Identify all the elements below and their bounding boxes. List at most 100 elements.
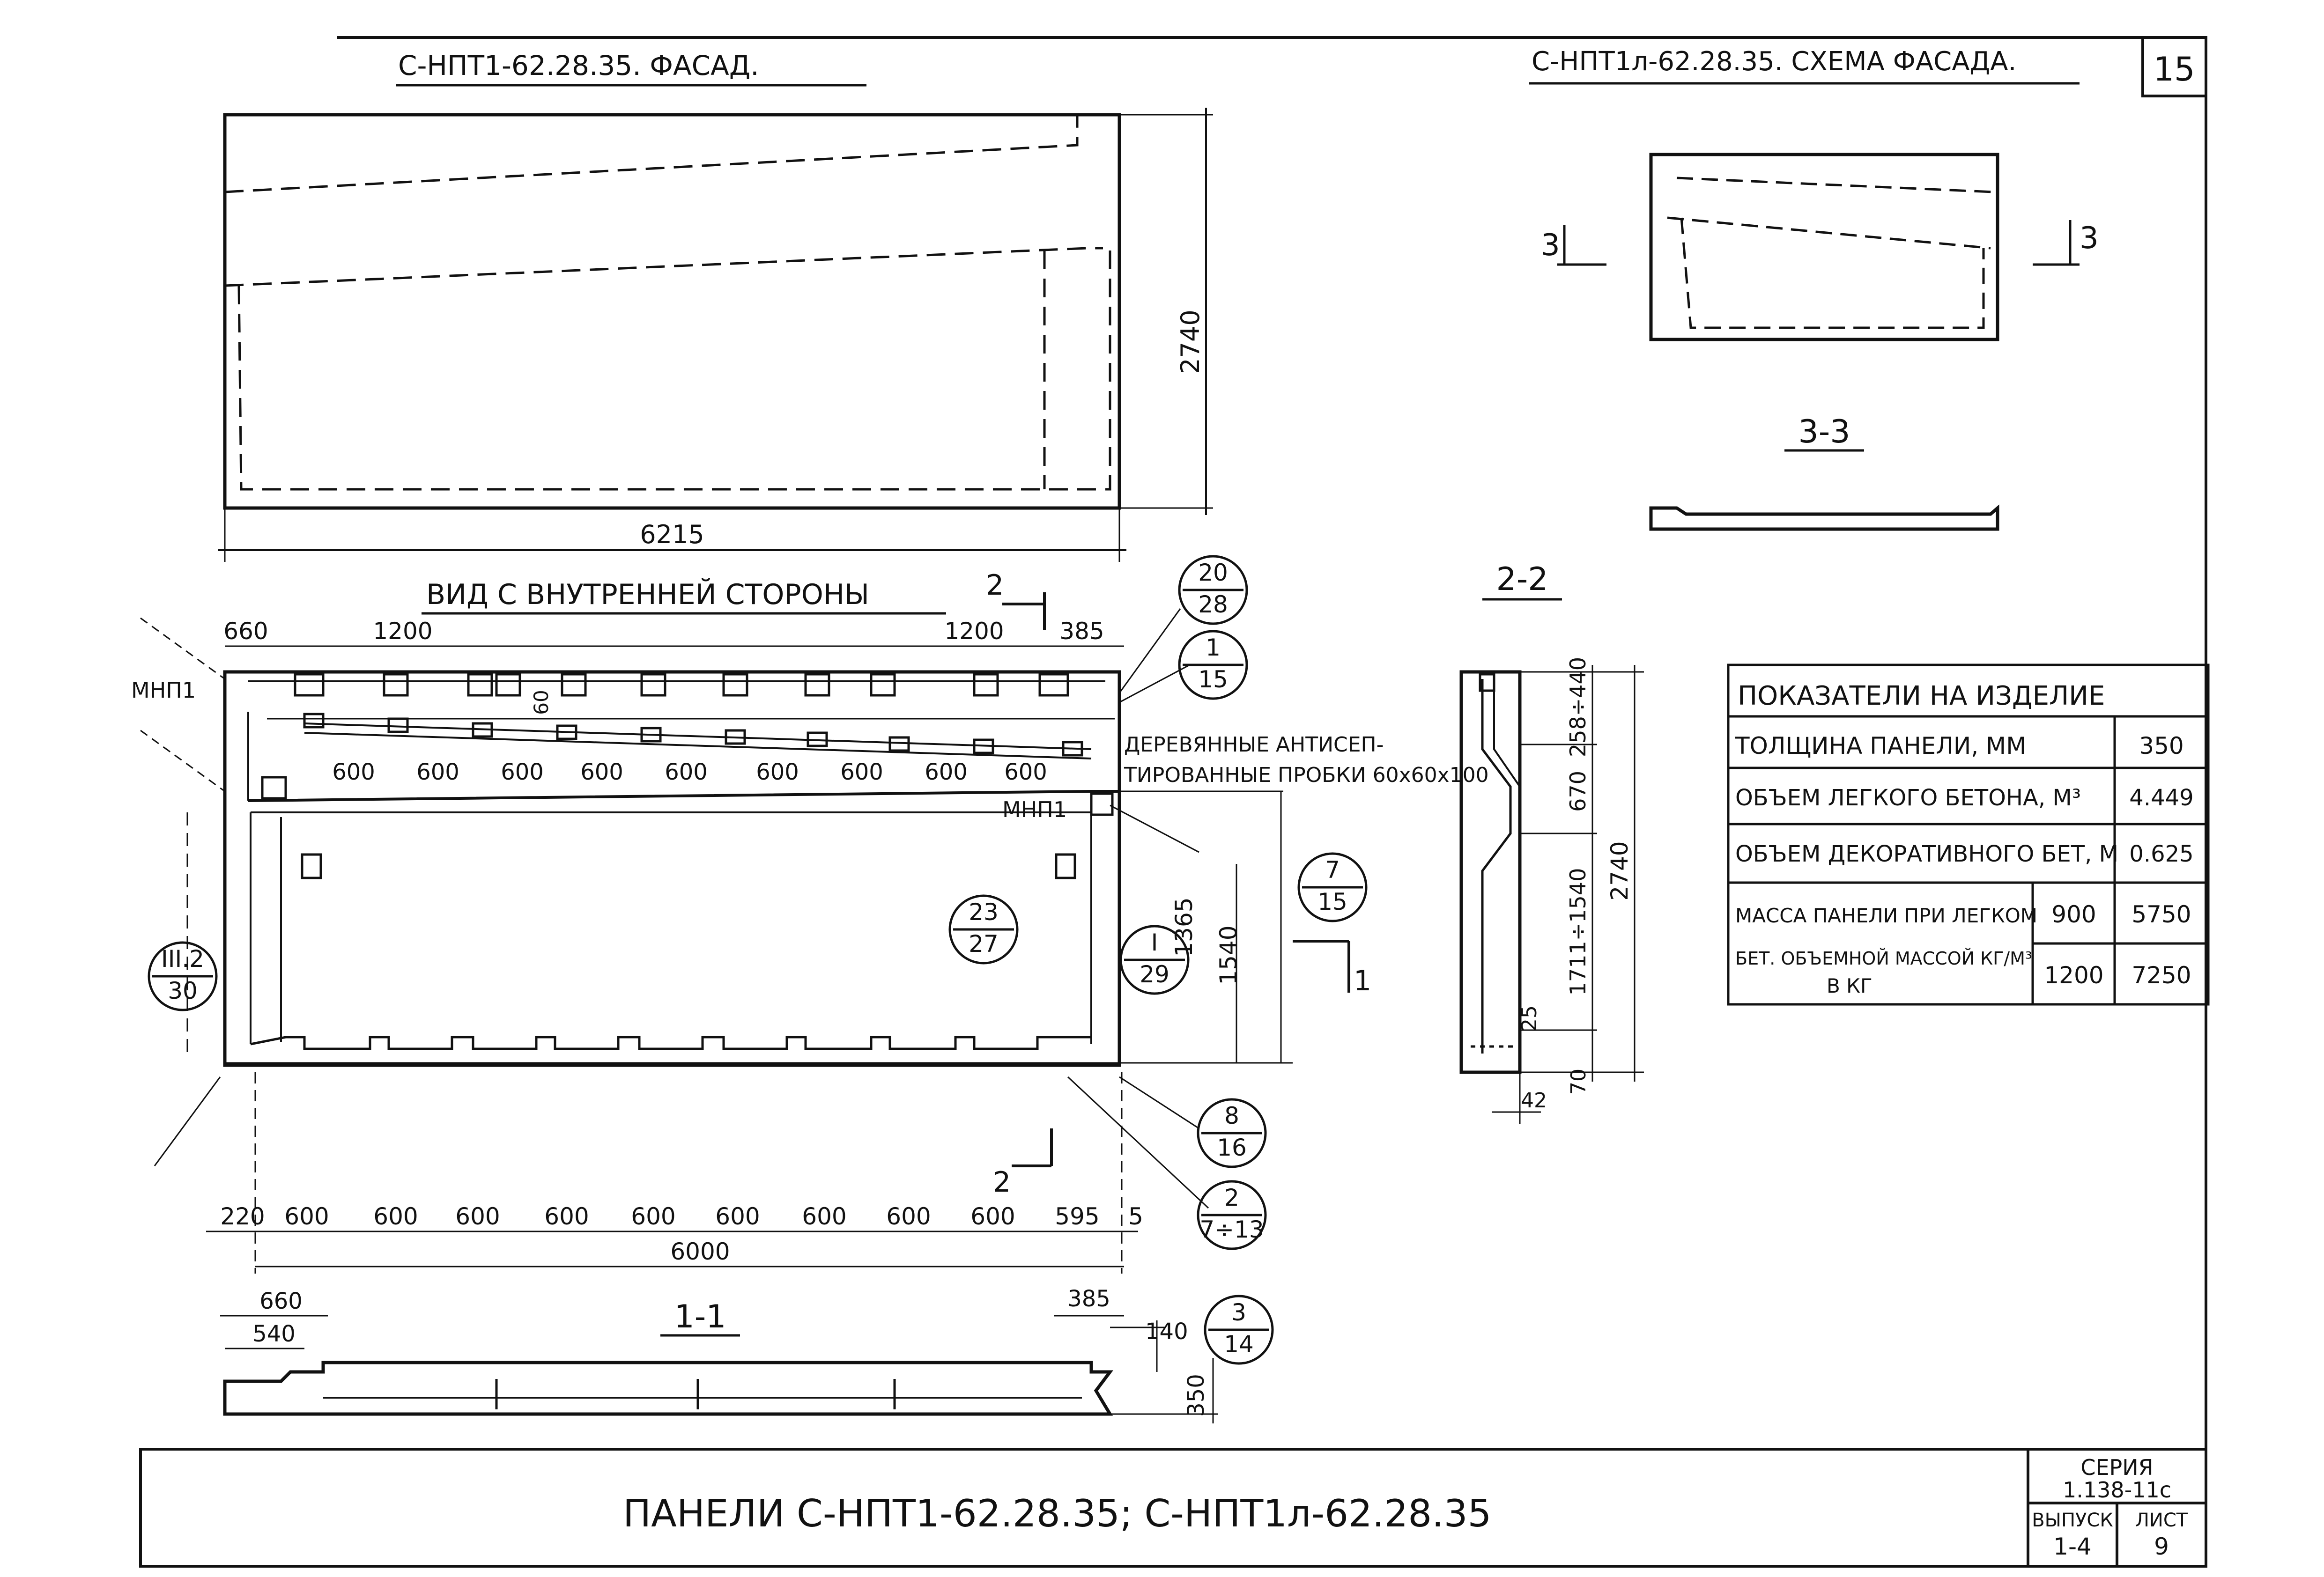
sec22-dim-42: 42 (1521, 1089, 1547, 1113)
section-1-1-title: 1-1 (674, 1298, 726, 1335)
dim-1540: 1540 (1215, 925, 1242, 985)
sheet-label: ЛИСТ (2135, 1510, 2188, 1531)
callout-bottom: 15 (1317, 888, 1347, 915)
sec22-dim-70: 70 (1567, 1069, 1591, 1095)
section-cut-bottom-label: 2 (993, 1166, 1011, 1199)
scheme-cut-right: 3 (2080, 221, 2099, 256)
inner-top-dim-1200-a: 1200 (373, 618, 432, 645)
plug-note-line2: ТИРОВАННЫЕ ПРОБКИ 60х60х100 (1124, 763, 1489, 787)
scheme-drawing (1557, 153, 2080, 341)
plug-dim: 600 (501, 759, 544, 785)
table-row-label: ОБЪЕМ ЛЕГКОГО БЕТОНА, М³ (1735, 785, 2081, 811)
table-row-label: ТОЛЩИНА ПАНЕЛИ, ММ (1735, 732, 2026, 759)
scheme-cut-left: 3 (1541, 228, 1560, 263)
mass-value: 5750 (2132, 901, 2191, 928)
bottom-dims: 220 600 600 600 600 600 600 600 600 600 … (220, 1203, 1143, 1230)
callout-bottom: 16 (1217, 1134, 1247, 1161)
mnp-right-label: МНП1 (1002, 797, 1067, 822)
inner-top-dim-1200-b: 1200 (944, 618, 1004, 645)
callout-bottom: 29 (1140, 961, 1169, 988)
mass-label-1: МАССА ПАНЕЛИ ПРИ ЛЕГКОМ (1735, 904, 2037, 927)
callout-top: I (1151, 929, 1158, 956)
facade-drawing (218, 108, 1213, 562)
scheme-title: С-НПТ1л-62.28.35. СХЕМА ФАСАДА. (1532, 46, 2016, 77)
inner-view-title: ВИД С ВНУТРЕННЕЙ СТОРОНЫ (426, 577, 869, 611)
plug-note-line1: ДЕРЕВЯННЫЕ АНТИСЕП- (1124, 733, 1384, 757)
bottom-dim: 600 (631, 1203, 675, 1230)
callout-bottom: 28 (1198, 591, 1228, 618)
table-row-label: ОБЪЕМ ДЕКОРАТИВНОГО БЕТ, М (1735, 841, 2118, 867)
section-cut-top-label: 2 (986, 569, 1004, 602)
callout-top: 23 (969, 899, 999, 926)
plug-dim: 600 (416, 759, 459, 785)
sec22-dim-1711-1540: 1711÷1540 (1565, 868, 1591, 996)
bottom-dim: 600 (455, 1203, 500, 1230)
section-cut-side-label: 1 (1354, 965, 1371, 997)
table-title: ПОКАЗАТЕЛИ НА ИЗДЕЛИЕ (1738, 681, 2105, 711)
series-value: 1.138-11с (2063, 1477, 2171, 1503)
callout-bottom: 30 (168, 977, 198, 1004)
dim-1365: 1365 (1170, 897, 1198, 957)
callout-top: 1 (1206, 634, 1221, 661)
issue-value: 1-4 (2053, 1533, 2092, 1560)
section-2-2-drawing (1459, 665, 1644, 1124)
plug-dim: 600 (332, 759, 375, 785)
sec11-dim-140: 140 (1145, 1319, 1188, 1345)
callout-top: 2 (1224, 1184, 1239, 1211)
callout-bottom: 27 (969, 930, 999, 958)
title-block-title: ПАНЕЛИ С-НПТ1-62.28.35; С-НПТ1л-62.28.35 (623, 1492, 1491, 1535)
mass-label-2: БЕТ. ОБЪЕМНОЙ МАССОЙ КГ/М³ (1735, 948, 2032, 969)
section-1-1-drawing (220, 1315, 1218, 1423)
callout-texts: 20 28 1 15 7 15 23 27 I 29 III.2 30 8 16… (161, 559, 1347, 1358)
mass-label-3: В КГ (1827, 974, 1873, 997)
section-3-3-profile (1649, 504, 1999, 531)
bottom-dim: 5 (1128, 1203, 1143, 1230)
sec22-dim-670: 670 (1565, 771, 1591, 812)
bottom-dim: 600 (886, 1203, 931, 1230)
plug-dim: 600 (840, 759, 883, 785)
facade-width-dim: 6215 (640, 520, 704, 549)
callout-top: 20 (1198, 559, 1228, 586)
section-3-3-title: 3-3 (1798, 413, 1850, 450)
table-row-value: 0.625 (2129, 841, 2193, 867)
performance-table (1727, 663, 2210, 1006)
sec22-dim-25: 25 (1517, 1005, 1541, 1032)
sec11-dim-660: 660 (259, 1288, 303, 1314)
mnp-left-label: МНП1 (131, 678, 196, 703)
series-label: СЕРИЯ (2080, 1455, 2153, 1480)
callout-top: 3 (1231, 1299, 1246, 1326)
facade-height-dim: 2740 (1176, 310, 1205, 374)
bottom-dim: 600 (544, 1203, 589, 1230)
section-2-2-title: 2-2 (1496, 561, 1548, 598)
plug-dims: 600 600 600 600 600 600 600 600 600 (332, 759, 1047, 785)
plug-dim: 600 (925, 759, 968, 785)
small-dim-60: 60 (530, 690, 553, 715)
bottom-dim: 600 (802, 1203, 846, 1230)
sec11-dim-350: 350 (1183, 1374, 1209, 1417)
bottom-dim: 600 (970, 1203, 1015, 1230)
bottom-dim: 600 (284, 1203, 329, 1230)
inner-top-dim-660: 660 (223, 618, 268, 645)
facade-title: С-НПТ1-62.28.35. ФАСАД. (398, 50, 759, 81)
sec11-dim-540: 540 (252, 1321, 296, 1347)
issue-label: ВЫПУСК (2032, 1510, 2113, 1531)
sheet-value: 9 (2154, 1533, 2169, 1560)
plug-dim: 600 (756, 759, 799, 785)
mass-density: 900 (2051, 901, 2096, 928)
bottom-dim: 600 (715, 1203, 760, 1230)
sec22-dim-2740: 2740 (1606, 841, 1633, 900)
mass-density: 1200 (2044, 962, 2103, 989)
plug-dim: 600 (580, 759, 623, 785)
bottom-dim: 600 (373, 1203, 418, 1230)
title-block (139, 1448, 2207, 1568)
inner-top-dim-385: 385 (1059, 618, 1104, 645)
plug-dim: 600 (1004, 759, 1047, 785)
total-dim: 6000 (670, 1238, 730, 1265)
bottom-dim: 595 (1055, 1203, 1099, 1230)
callouts (148, 555, 1368, 1365)
sec22-dim-258-440: 258÷440 (1565, 657, 1591, 757)
callout-bottom: 15 (1198, 666, 1228, 693)
callout-top: III.2 (161, 945, 204, 973)
table-row-value: 350 (2139, 732, 2183, 759)
